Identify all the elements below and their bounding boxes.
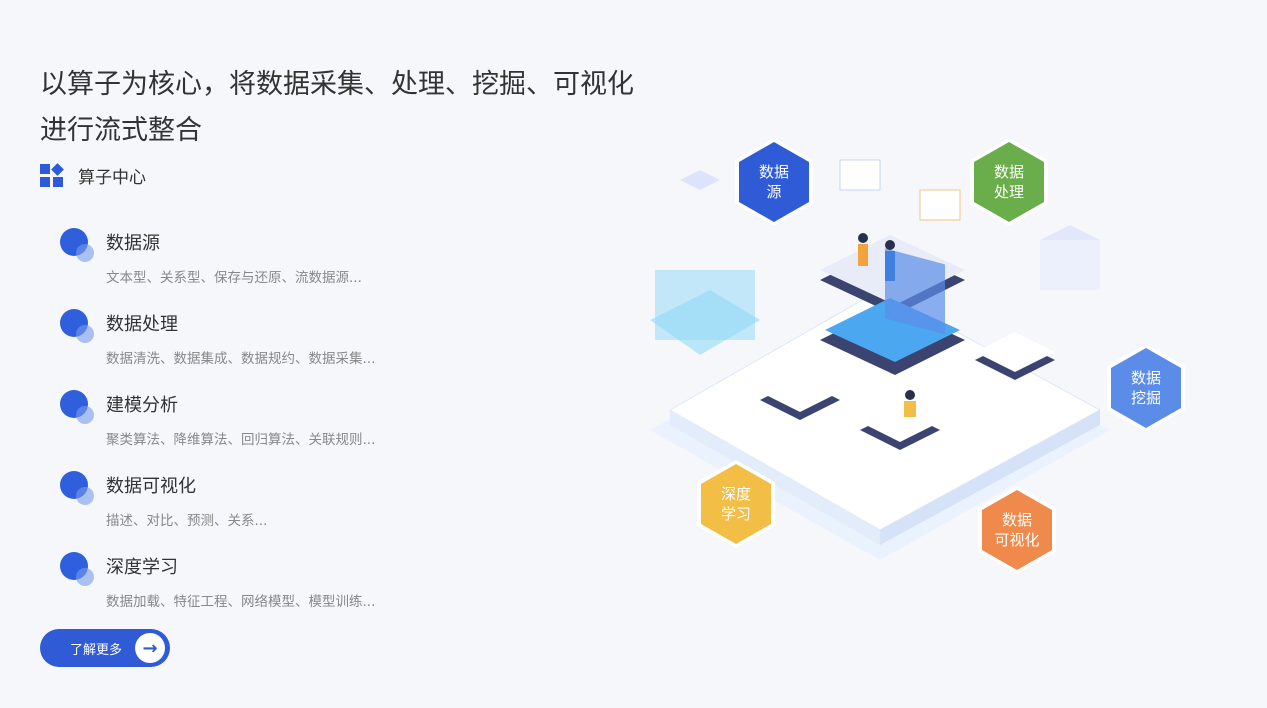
- platform-illustration: 数据源 数据处理 数据挖掘 数据可视化 深度学习: [630, 130, 1250, 590]
- item-title: 深度学习: [106, 557, 178, 578]
- item-desc: 数据加载、特征工程、网络模型、模型训练...: [106, 594, 376, 610]
- page-headline: 以算子为核心，将数据采集、处理、挖掘、可视化进行流式整合: [40, 69, 634, 146]
- item-title: 数据可视化: [106, 476, 196, 497]
- item-desc: 文本型、关系型、保存与还原、流数据源...: [106, 270, 362, 286]
- learn-more-button[interactable]: 了解更多 →: [40, 629, 170, 667]
- bullet-icon: [60, 309, 94, 343]
- item-title: 建模分析: [106, 395, 178, 416]
- section-header: 算子中心: [40, 162, 146, 188]
- item-desc: 聚类算法、降维算法、回归算法、关联规则...: [106, 432, 376, 448]
- bullet-icon: [60, 552, 94, 586]
- arrow-right-icon: →: [135, 633, 165, 663]
- bullet-icon: [60, 228, 94, 262]
- operator-grid-icon: [40, 162, 64, 188]
- item-title: 数据处理: [106, 314, 178, 335]
- hex-badge-data-processing: 数据处理: [970, 138, 1048, 226]
- hex-badge-data-source: 数据源: [735, 138, 813, 226]
- hex-badge-data-visualization: 数据可视化: [978, 486, 1056, 574]
- item-desc: 描述、对比、预测、关系...: [106, 513, 268, 529]
- bullet-icon: [60, 471, 94, 505]
- learn-more-label: 了解更多: [70, 642, 123, 658]
- item-title: 数据源: [106, 233, 160, 254]
- isometric-platform-graphic: [650, 159, 1110, 560]
- section-label: 算子中心: [78, 168, 146, 188]
- item-desc: 数据清洗、数据集成、数据规约、数据采集...: [106, 351, 376, 367]
- bullet-icon: [60, 390, 94, 424]
